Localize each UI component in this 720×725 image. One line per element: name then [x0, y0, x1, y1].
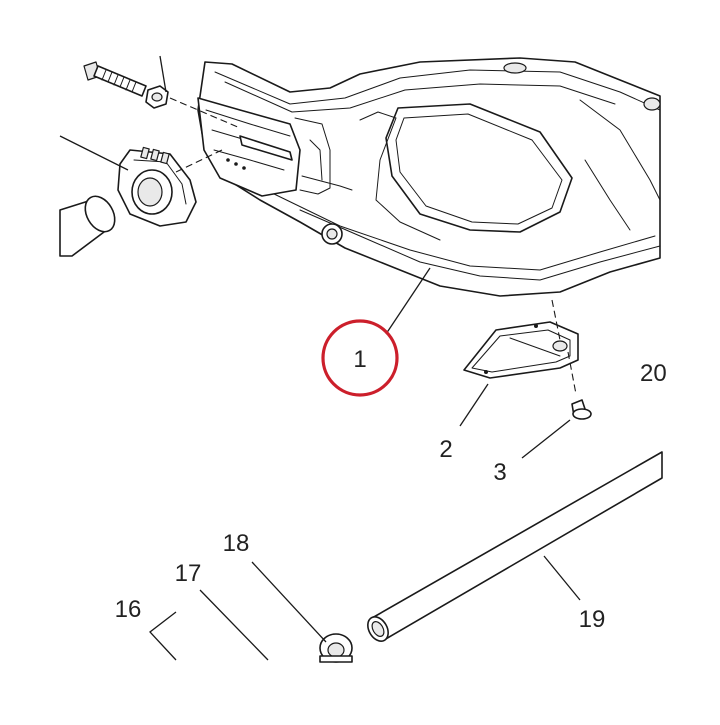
- pivot-bolt: [83, 61, 241, 129]
- highlight-ring: [321, 319, 399, 397]
- callout-1[interactable]: 1: [353, 346, 366, 373]
- screw-part-3: [571, 399, 592, 420]
- callout-labels: 1 2 3 16 17 18 19 20: [115, 346, 667, 633]
- chain-guard-part-2: [463, 299, 579, 395]
- callout-19[interactable]: 19: [579, 606, 606, 633]
- callout-18[interactable]: 18: [223, 530, 250, 557]
- callout-3[interactable]: 3: [493, 459, 506, 486]
- bushing-part-18: [319, 633, 353, 663]
- swingarm-part-1: [197, 57, 661, 297]
- eccentric-adjuster: [117, 146, 223, 227]
- callout-20[interactable]: 20: [640, 360, 667, 387]
- pivot-shaft-part-19: [367, 451, 663, 642]
- leader-lines: [59, 55, 581, 661]
- callout-17[interactable]: 17: [175, 560, 202, 587]
- axle-stub: [59, 195, 116, 257]
- callout-2[interactable]: 2: [439, 436, 452, 463]
- callout-16[interactable]: 16: [115, 596, 142, 623]
